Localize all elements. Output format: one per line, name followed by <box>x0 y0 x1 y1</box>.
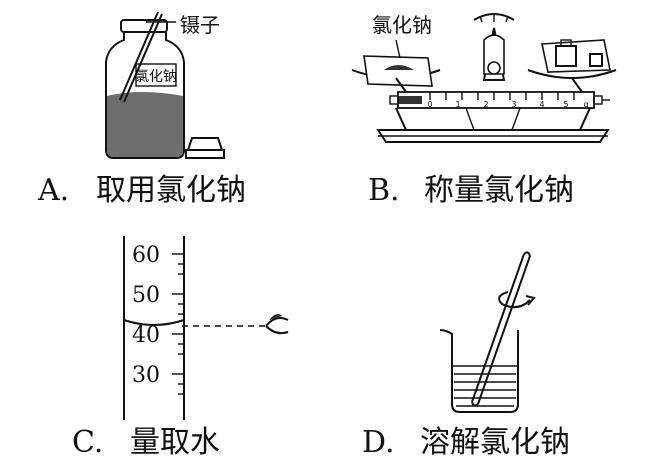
reagent-jar: 氯化钠 <box>105 11 185 159</box>
panel-a-caption: 取用氯化钠 <box>96 173 246 208</box>
stopper <box>185 137 225 159</box>
glass-rod <box>471 251 531 407</box>
panel-b-letter: B. <box>368 173 400 208</box>
cylinder-graduations <box>172 253 184 395</box>
stirring-arrow-icon <box>498 291 536 309</box>
scale-tick: 1 <box>455 100 460 109</box>
pan-label: 氯化钠 <box>372 13 432 37</box>
balance-base <box>376 107 610 143</box>
scale-tick: 5 <box>563 100 568 109</box>
scale-tick: 4 <box>539 100 544 109</box>
tweezers-arm-1 <box>119 11 159 101</box>
salt-pile <box>384 65 414 70</box>
cylinder-tick-label: 30 <box>132 363 160 388</box>
panel-c: 60 50 40 30 C. 量取水 <box>72 236 289 460</box>
scale-tick: 0 <box>427 100 432 109</box>
panel-b-caption: 称量氯化钠 <box>424 173 574 208</box>
panel-c-letter: C. <box>72 425 103 460</box>
jar-label: 氯化钠 <box>135 69 177 85</box>
tweezers-label: 镊子 <box>180 13 220 37</box>
panel-a: 氯化钠 镊子 A. 取用氯化钠 <box>37 11 246 208</box>
scale-tick: 3 <box>511 100 516 109</box>
panel-d-letter: D. <box>362 425 395 460</box>
panel-b: 氯化钠 <box>351 13 617 208</box>
left-pan <box>351 39 441 87</box>
cylinder-tick-label: 50 <box>132 283 160 308</box>
tweezers-arm-2 <box>123 13 163 103</box>
weight-small <box>589 53 603 67</box>
meniscus <box>123 319 185 326</box>
eye-icon <box>265 314 289 335</box>
scale-pointer <box>473 13 515 81</box>
beam-ruler: 0 1 2 3 4 5 g <box>389 91 610 109</box>
panel-c-caption: 量取水 <box>130 425 220 460</box>
weighing-paper <box>363 55 433 87</box>
cylinder-tick-label: 40 <box>132 323 160 348</box>
panel-a-letter: A. <box>37 173 69 208</box>
panel-d: D. 溶解氯化钠 <box>362 251 570 460</box>
scale-tick: 2 <box>483 100 488 109</box>
scale-unit: g <box>583 100 588 109</box>
panel-d-caption: 溶解氯化钠 <box>420 425 570 460</box>
cylinder-tick-label: 60 <box>132 243 160 268</box>
right-pan <box>527 39 617 79</box>
